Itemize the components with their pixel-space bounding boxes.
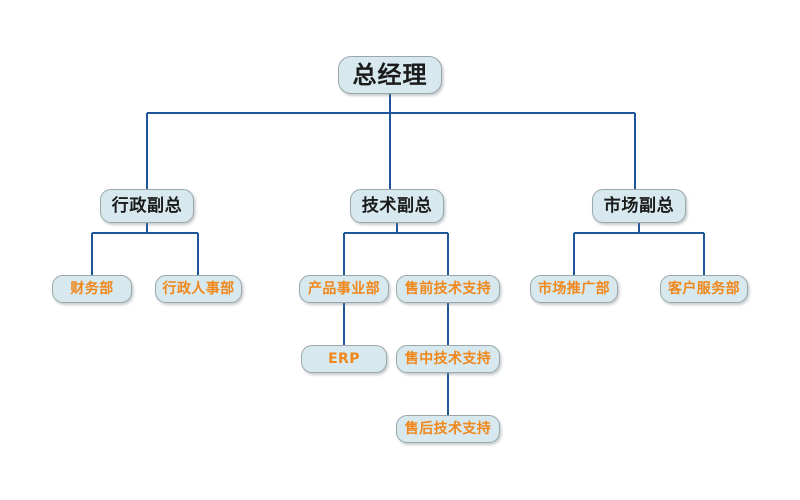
org-node-customer-service-dept[interactable]: 客户服务部 [660,275,748,303]
org-node-admin-vp[interactable]: 行政副总 [100,189,194,223]
org-node-label: 售中技术支持 [404,351,492,367]
org-node-label: ERP [328,351,360,367]
org-node-erp[interactable]: ERP [301,345,387,373]
org-node-label: 总经理 [352,61,428,89]
org-node-presales-support[interactable]: 售前技术支持 [396,275,500,303]
org-node-label: 行政人事部 [162,281,235,297]
org-node-insales-support[interactable]: 售中技术支持 [396,345,500,373]
org-node-label: 财务部 [70,281,114,297]
org-node-label: 市场副总 [603,195,675,216]
org-node-finance-dept[interactable]: 财务部 [52,275,132,303]
org-node-label: 售后技术支持 [404,421,492,437]
org-node-label: 产品事业部 [308,281,380,297]
org-node-label: 技术副总 [361,195,433,216]
org-node-label: 市场推广部 [538,281,610,297]
org-node-aftersales-support[interactable]: 售后技术支持 [396,415,500,443]
org-node-product-division[interactable]: 产品事业部 [299,275,389,303]
org-node-market-vp[interactable]: 市场副总 [592,189,686,223]
org-node-general-manager[interactable]: 总经理 [338,56,442,94]
org-node-market-promotion-dept[interactable]: 市场推广部 [530,275,618,303]
org-node-tech-vp[interactable]: 技术副总 [350,189,444,223]
org-node-label: 行政副总 [111,195,183,216]
org-node-label: 售前技术支持 [404,281,492,297]
org-node-admin-hr-dept[interactable]: 行政人事部 [155,275,242,303]
org-node-label: 客户服务部 [668,281,740,297]
